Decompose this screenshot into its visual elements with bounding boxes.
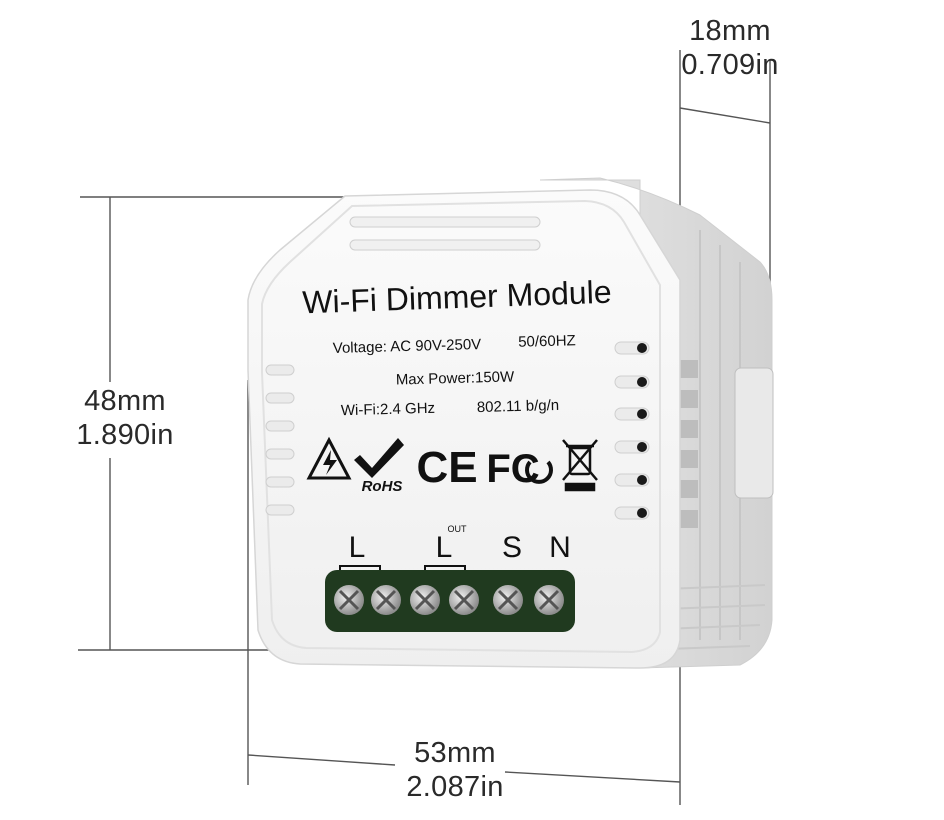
wifi-label: Wi-Fi:2.4 GHz: [341, 400, 436, 419]
voltage-label: Voltage: AC 90V-250V: [333, 336, 482, 357]
terminal-label-l-out: L: [436, 531, 453, 564]
terminal-out-superscript: OUT: [448, 524, 468, 534]
module-front-face: Wi-Fi Dimmer Module Voltage: AC 90V-250V…: [247, 189, 681, 669]
depth-mm: 18mm: [689, 15, 771, 47]
vent-slot-1: [349, 216, 541, 228]
ce-label: CE: [416, 443, 477, 492]
terminal-screws: [334, 585, 564, 615]
width-mm: 53mm: [414, 737, 496, 769]
warning-triangle-icon: [306, 436, 352, 480]
height-dimension: 48mm 1.890in: [40, 384, 210, 452]
max-power-label: Max Power:150W: [396, 368, 516, 388]
terminal-label-n: N: [549, 531, 571, 564]
rohs-label: RoHS: [362, 478, 403, 495]
frequency-label: 50/60HZ: [518, 332, 576, 351]
depth-in: 0.709in: [681, 49, 779, 81]
terminal-label-l-in: L: [349, 531, 366, 564]
wifi-standard-label: 802.11 b/g/n: [477, 397, 560, 416]
ce-mark-icon: CE: [416, 443, 477, 492]
rohs-icon: RoHS: [354, 438, 404, 495]
left-vent-holes: [265, 364, 295, 516]
depth-dimension: 18mm 0.709in: [640, 14, 820, 82]
width-in: 2.087in: [406, 771, 504, 803]
right-vent-holes: [614, 341, 650, 520]
width-dimension: 53mm 2.087in: [355, 736, 555, 804]
vent-slot-2: [349, 239, 541, 251]
height-mm: 48mm: [84, 385, 166, 417]
fcc-label: FC: [486, 447, 539, 491]
fcc-mark-icon: FC: [486, 447, 553, 491]
terminal-label-s: S: [502, 531, 522, 564]
terminal-block: [325, 570, 575, 632]
weee-bin-icon: [562, 439, 598, 492]
height-in: 1.890in: [76, 419, 174, 451]
